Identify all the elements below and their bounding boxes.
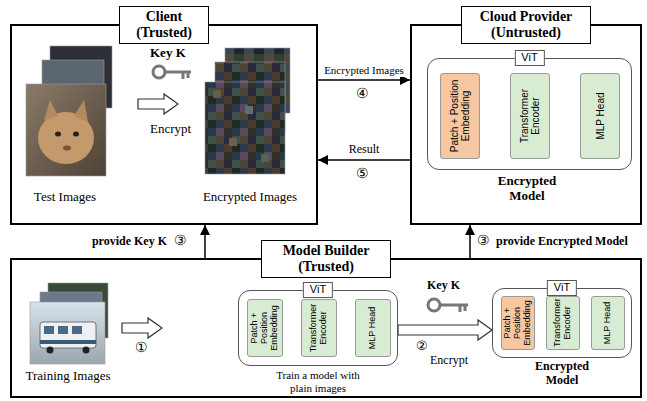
layer-name: MLP Head	[603, 299, 613, 347]
layer-name: Patch + Position Embedding	[503, 299, 533, 347]
model-name: ViT	[554, 281, 570, 295]
zone-title: Client (Trusted)	[124, 9, 204, 41]
layer-box: Transformer Encoder	[301, 299, 337, 357]
flow-arrow	[318, 79, 410, 81]
step-caption: Encrypt	[150, 122, 191, 137]
image-caption: Test Images	[20, 190, 110, 205]
image-caption: Encrypted Images	[195, 190, 305, 205]
layer-text-block: Patch + Position Embedding	[449, 76, 471, 156]
layer-text-block: MLP Head	[368, 302, 378, 354]
model-name-box: ViT	[547, 280, 577, 296]
callout-number: ⑤	[356, 166, 369, 182]
callout-number: ②	[416, 339, 428, 354]
zone-title-box: Model Builder (Trusted)	[261, 240, 391, 278]
layer-name: Transformer Encoder	[553, 299, 573, 347]
layer-name: MLP Head	[368, 302, 378, 354]
flow-arrow	[204, 225, 206, 258]
key-label: Key K	[150, 46, 186, 61]
layer-box: Patch + Position Embedding	[501, 296, 535, 350]
layer-box: MLP Head	[580, 73, 620, 159]
zone-title: Cloud Provider (Untrusted)	[466, 9, 586, 41]
zone-title-box: Cloud Provider (Untrusted)	[461, 6, 591, 44]
zone-title: Model Builder (Trusted)	[266, 243, 386, 275]
layer-name: MLP Head	[595, 76, 606, 156]
key-icon	[153, 66, 191, 79]
layer-box: Transformer Encoder	[546, 296, 580, 350]
layer-text-block: Patch + Position Embedding	[503, 299, 533, 347]
model-caption: Train a model with plain images	[268, 369, 368, 394]
encrypt-arrow	[138, 94, 178, 114]
layer-name: Patch + Position Embedding	[250, 302, 280, 354]
training-images-stack	[30, 283, 108, 364]
layer-box: Patch + Position Embedding	[247, 299, 283, 357]
model-name-box: ViT	[303, 282, 333, 298]
edge-label: Result	[349, 143, 380, 157]
layer-box: Transformer Encoder	[510, 73, 550, 159]
edge-label: provide Key K	[92, 235, 167, 249]
encrypted-images-stack	[205, 48, 290, 174]
layer-box: MLP Head	[591, 296, 625, 350]
layer-box: Patch + Position Embedding	[440, 73, 480, 159]
model-box: ViTPatch + Position EmbeddingTransformer…	[427, 58, 632, 170]
layer-text-block: Transformer Encoder	[553, 299, 573, 347]
test-images-stack	[26, 46, 112, 176]
model-box: ViTPatch + Position EmbeddingTransformer…	[492, 288, 632, 358]
model-caption: Encrypted Model	[526, 360, 598, 388]
layer-text-block: Transformer Encoder	[519, 76, 541, 156]
layer-box: MLP Head	[355, 299, 391, 357]
layer-text-block: MLP Head	[603, 299, 613, 347]
layer-name: Transformer Encoder	[519, 76, 541, 156]
edge-label: Encrypted Images	[324, 64, 404, 77]
flow-arrow	[469, 225, 471, 258]
train-arrow	[122, 318, 162, 338]
layer-text-block: Transformer Encoder	[309, 302, 329, 354]
layer-name: Patch + Position Embedding	[449, 76, 471, 156]
image-caption: Training Images	[16, 369, 120, 384]
step-caption: Encrypt	[430, 354, 468, 368]
flow-arrow	[318, 159, 410, 161]
model-name: ViT	[310, 283, 326, 297]
callout-number: ③	[477, 233, 490, 249]
model-caption: Encrypted Model	[491, 174, 563, 204]
zone-title-box: Client (Trusted)	[119, 6, 209, 44]
callout-number: ③	[174, 233, 187, 249]
hollow-arrow	[398, 320, 492, 340]
model-name: ViT	[521, 51, 537, 65]
edge-label: provide Encrypted Model	[496, 235, 628, 249]
model-name-box: ViT	[514, 50, 544, 66]
layer-name: Transformer Encoder	[309, 302, 329, 354]
layer-text-block: MLP Head	[595, 76, 606, 156]
model-box: ViTPatch + Position EmbeddingTransformer…	[238, 290, 398, 366]
layer-text-block: Patch + Position Embedding	[250, 302, 280, 354]
callout-number: ④	[356, 86, 369, 102]
key-label: Key K	[427, 279, 460, 293]
key-icon	[428, 299, 468, 312]
callout-number: ①	[135, 340, 148, 356]
